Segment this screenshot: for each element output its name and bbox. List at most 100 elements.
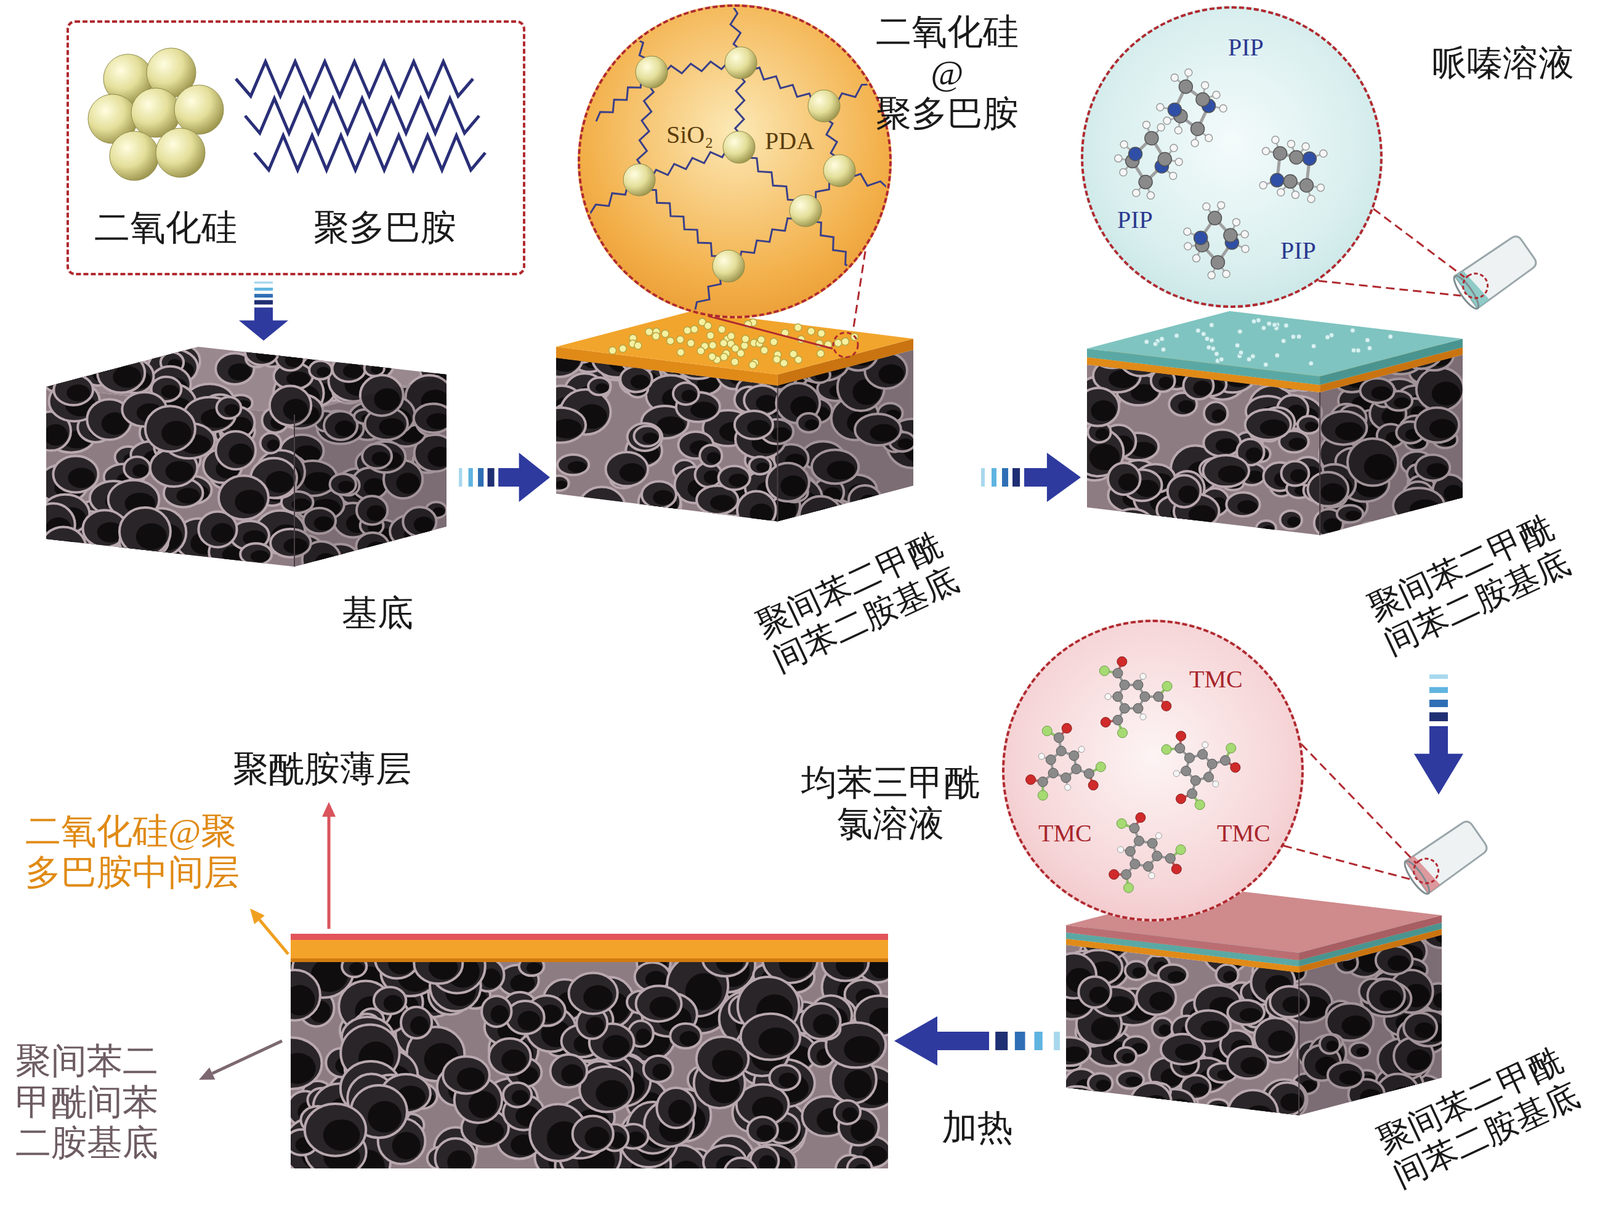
h-atom (1202, 741, 1209, 748)
porous-block (46, 346, 451, 571)
pore (1095, 893, 1121, 918)
pore-depth (681, 389, 698, 403)
h-atom (1038, 753, 1045, 760)
part-label: TMC (1038, 819, 1092, 848)
connector-dash (254, 287, 273, 291)
surface-dot (794, 323, 802, 332)
pore-depth (1268, 1030, 1294, 1052)
h-atom (1191, 139, 1199, 147)
pore (1204, 401, 1228, 425)
pore (673, 382, 699, 405)
h-atom (1184, 68, 1193, 77)
surface-dot (770, 338, 778, 346)
pore (260, 432, 282, 454)
pore (103, 346, 132, 366)
block-body (1086, 354, 1463, 536)
pore-depth (1214, 1103, 1228, 1112)
pore (1297, 416, 1320, 434)
surface-dot (676, 335, 685, 344)
pore (797, 304, 828, 324)
pore (1357, 522, 1384, 544)
connector-dash (991, 468, 997, 487)
surface-dot (676, 348, 685, 356)
h-atom (1217, 201, 1225, 209)
pore (1394, 292, 1445, 334)
h-atom (1192, 254, 1201, 262)
zoom-circle: 二氧化硅 @聚多巴胺SiO₂PDA (577, 4, 892, 319)
pore (1216, 964, 1239, 985)
pore-depth (619, 463, 645, 482)
connector-dash (1014, 1031, 1026, 1051)
pore (1114, 1047, 1137, 1065)
pore-depth (747, 420, 770, 436)
node-label: 聚间苯二甲酰 间苯二胺基底 (750, 525, 964, 679)
pores (1047, 864, 1461, 1137)
o-atom (1088, 780, 1099, 791)
atom (1157, 152, 1172, 166)
surface-dot (1195, 328, 1201, 334)
pore (1047, 1037, 1091, 1066)
pore (1186, 1010, 1231, 1042)
h-atom (1119, 168, 1128, 177)
text-anchor: TMC (1189, 665, 1243, 694)
atom (1083, 768, 1094, 779)
surface-dot (1311, 343, 1317, 349)
surface-dot (652, 332, 660, 340)
pore-depth (66, 384, 90, 401)
connector-dash (1002, 468, 1009, 487)
atom (1191, 121, 1205, 136)
pore (1123, 304, 1161, 332)
surface-dot (1218, 357, 1224, 363)
pore-depth (1396, 527, 1417, 544)
part-label: 聚多巴胺 (313, 207, 457, 249)
h-atom (1114, 154, 1123, 162)
pores (30, 331, 467, 585)
pore (1125, 961, 1148, 980)
pore (1114, 893, 1144, 917)
pore-depth (1144, 1094, 1169, 1116)
pore-depth (1091, 1016, 1119, 1040)
text-anchor: 聚间苯二甲酰 间苯二胺基底 (750, 525, 964, 679)
pore-depth (1096, 315, 1126, 334)
pore-depth (818, 509, 831, 519)
surface-dot (1237, 328, 1243, 334)
pda-chain (639, 179, 729, 267)
pore (1167, 474, 1201, 507)
atom (1133, 835, 1144, 846)
h-atom (1219, 104, 1227, 113)
pore-depth (1240, 1056, 1265, 1075)
cl-atom (1123, 882, 1134, 893)
pore (578, 487, 626, 530)
pore-depth (1118, 472, 1139, 491)
surface-dot (1367, 345, 1373, 351)
surface-dot (1144, 339, 1150, 345)
pore (145, 405, 196, 452)
surface-dot (841, 338, 850, 346)
pore-depth (44, 363, 58, 373)
h-atom (1201, 81, 1209, 90)
surface-dot (1251, 319, 1257, 324)
pore-depth (250, 550, 270, 563)
pore (384, 543, 408, 560)
pore (1207, 1099, 1229, 1114)
atom (1048, 767, 1059, 778)
pore-depth (1290, 469, 1307, 483)
o-atom (1176, 731, 1187, 741)
pore (534, 407, 586, 443)
pore (1280, 461, 1309, 486)
atom (1223, 228, 1238, 243)
surface-dot (634, 341, 642, 350)
pore-depth (1095, 428, 1110, 441)
pore (548, 475, 569, 491)
pore-depth (758, 1154, 776, 1169)
pore-depth (468, 1090, 497, 1118)
surface-dot (772, 355, 781, 364)
pda-chain (254, 135, 486, 170)
block-body (46, 374, 447, 567)
surface-dot (817, 349, 825, 358)
pore-depth (1457, 519, 1472, 531)
node-label: 聚间苯二甲酰 间苯二胺基底 (1362, 508, 1576, 662)
pore (1407, 510, 1434, 534)
surface-dot (1200, 331, 1206, 337)
pore-depth (593, 500, 623, 524)
